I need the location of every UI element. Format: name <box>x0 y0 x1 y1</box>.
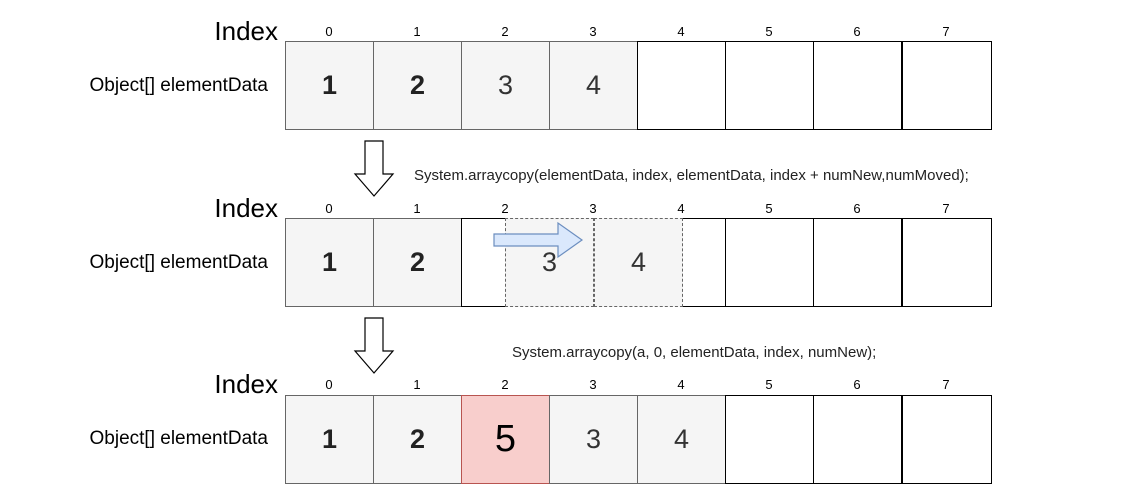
array-cell: 2 <box>373 395 462 484</box>
index-number: 3 <box>589 377 597 392</box>
index-number: 1 <box>413 24 421 39</box>
index-number: 1 <box>413 377 421 392</box>
array-cell: 1 <box>285 218 374 307</box>
index-number: 6 <box>853 201 861 216</box>
array-cell: 3 <box>549 395 638 484</box>
index-number: 6 <box>853 377 861 392</box>
index-number: 0 <box>325 201 333 216</box>
array-cell <box>725 218 814 307</box>
index-number: 3 <box>589 24 597 39</box>
array-cell: 1 <box>285 41 374 130</box>
index-label: Index <box>214 193 278 223</box>
index-number: 3 <box>589 201 597 216</box>
index-number: 4 <box>677 377 685 392</box>
array-cell <box>813 41 902 130</box>
index-label: Index <box>214 16 278 46</box>
index-number: 2 <box>501 201 509 216</box>
array-cell <box>725 41 814 130</box>
element-data-label: Object[] elementData <box>89 252 268 273</box>
index-number: 7 <box>942 201 950 216</box>
array-cell: 4 <box>549 41 638 130</box>
moved-cell: 4 <box>594 218 683 307</box>
array-cell: 2 <box>373 218 462 307</box>
index-number: 7 <box>942 24 950 39</box>
array-cell: 3 <box>461 41 550 130</box>
index-number: 5 <box>765 201 773 216</box>
array-cell: 4 <box>637 395 726 484</box>
down-arrow-icon <box>353 140 395 197</box>
index-number: 2 <box>501 377 509 392</box>
element-data-label: Object[] elementData <box>89 75 268 96</box>
array-cell <box>902 218 992 307</box>
array-cell <box>902 41 992 130</box>
index-number: 1 <box>413 201 421 216</box>
array-cell <box>725 395 814 484</box>
shift-right-arrow-icon <box>493 221 584 259</box>
arraycopy-code: System.arraycopy(a, 0, elementData, inde… <box>512 344 877 361</box>
array-cell: 2 <box>373 41 462 130</box>
array-cell: 1 <box>285 395 374 484</box>
index-number: 2 <box>501 24 509 39</box>
index-number: 5 <box>765 24 773 39</box>
index-number: 4 <box>677 201 685 216</box>
array-cell <box>902 395 992 484</box>
element-data-label: Object[] elementData <box>89 428 268 449</box>
inserted-cell: 5 <box>461 395 550 484</box>
array-cell <box>637 41 726 130</box>
index-number: 0 <box>325 24 333 39</box>
index-number: 6 <box>853 24 861 39</box>
index-number: 4 <box>677 24 685 39</box>
array-cell <box>813 218 902 307</box>
array-cell <box>813 395 902 484</box>
index-number: 7 <box>942 377 950 392</box>
index-number: 5 <box>765 377 773 392</box>
index-number: 0 <box>325 377 333 392</box>
down-arrow-icon <box>353 317 395 374</box>
index-label: Index <box>214 369 278 399</box>
arraycopy-code: System.arraycopy(elementData, index, ele… <box>414 167 969 184</box>
moved-cell: 3 <box>505 218 594 307</box>
